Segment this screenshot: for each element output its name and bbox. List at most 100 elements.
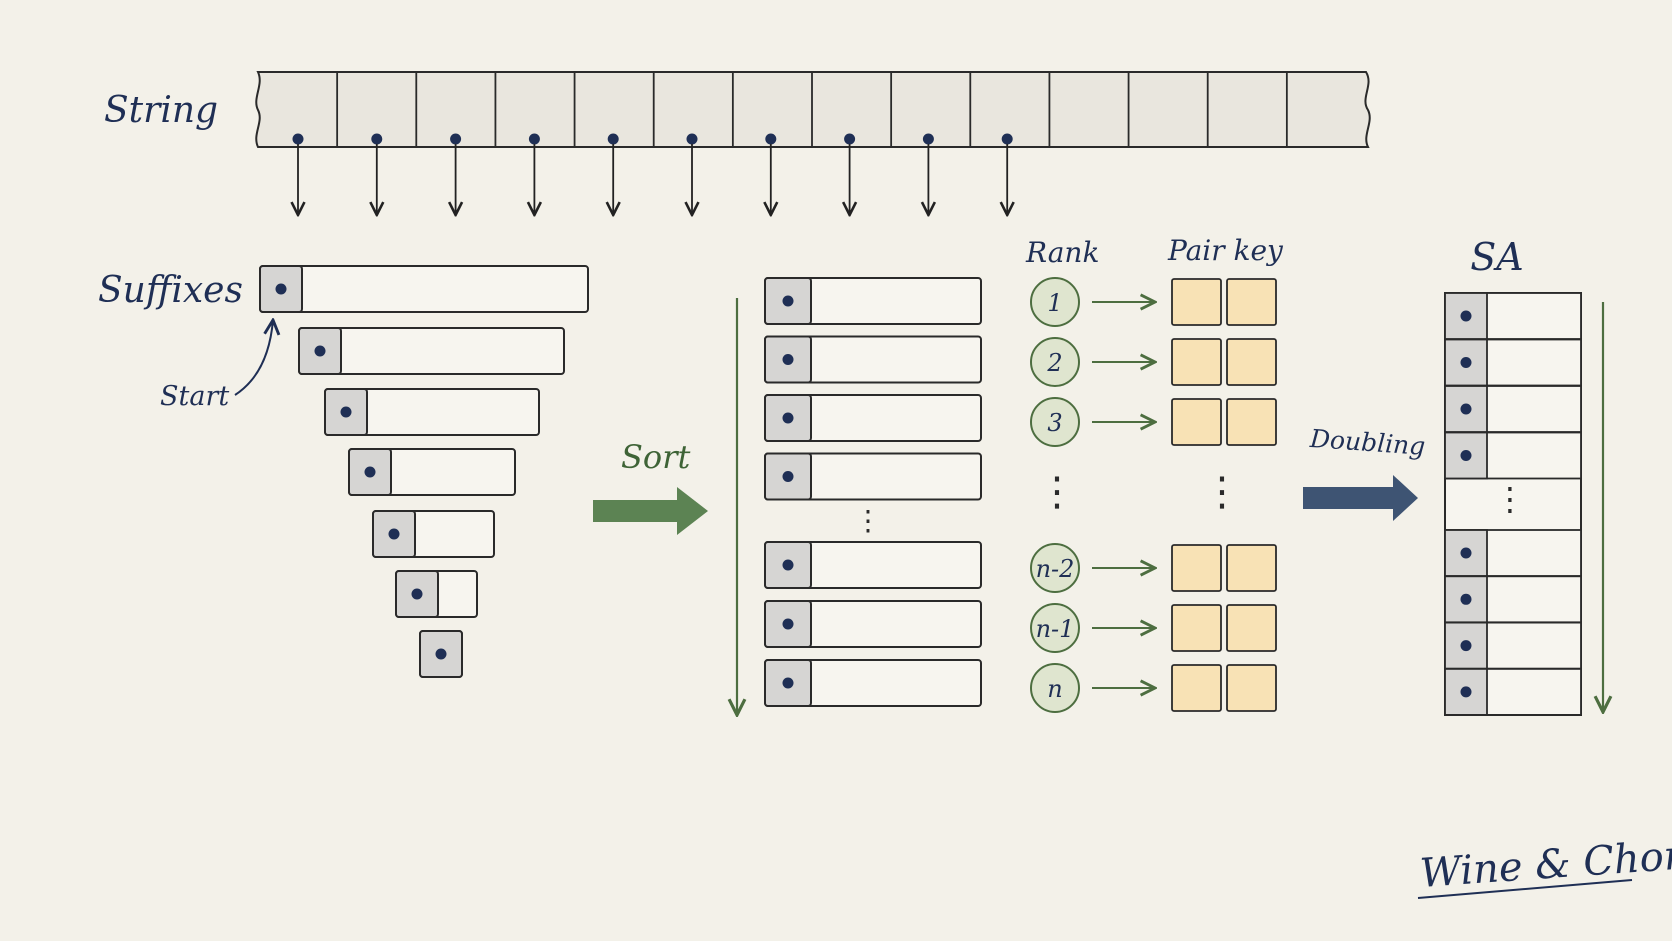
sorted-suffix-row [764,600,982,648]
pointer-dot [450,133,462,145]
signature: Wine & Chord [1417,831,1672,899]
string-pointer [528,133,540,216]
rank-circle [1030,543,1080,593]
sorted-suffixes [764,277,982,707]
sort-label: Sort [621,438,690,476]
suffix-bar [372,510,495,558]
pair-key-first [1171,604,1222,652]
sorted-row-dot [782,412,794,424]
rank-circle [1030,663,1080,713]
string-pointer [608,133,619,216]
sa-ellipsis: ⋮ [1494,480,1526,518]
pair-key-second [1226,338,1277,386]
rank-circle [1030,397,1080,447]
sorted-suffix-row [764,277,982,325]
sorted-row-dot [782,618,794,630]
pointer-dot [686,133,698,145]
suffix-array [1444,292,1582,716]
pair-key-header: Pair key [1167,234,1284,267]
sorted-row-dot [782,354,794,365]
string-label: String [104,90,218,131]
pair-key-first [1171,278,1222,326]
sa-header: SA [1470,235,1523,279]
sa-row-dot [1460,450,1472,461]
sa-row-dot [1460,357,1472,368]
sa-row-dot [1460,686,1472,698]
sorted-row-dot [782,677,794,689]
sa-row-dot [1460,640,1472,652]
sa-row [1444,575,1582,624]
sorted-row-dot [782,559,794,571]
sorted-suffix-row [764,452,982,501]
pointer-dot [528,133,540,145]
rank-pair-table: 1 2 3 n-2 n-1 n [1030,277,1277,713]
suffix-start-dot [411,588,423,600]
suffix-start-dot [435,648,447,660]
rank-row: 2 [1030,337,1277,387]
pair-key-first [1171,544,1222,592]
string-pointer [1002,133,1013,216]
pointer-dot [844,133,856,145]
rank-row: 3 [1030,397,1277,447]
pair-key-second [1226,278,1277,326]
rank-row: n [1030,663,1277,713]
pair-key-ellipsis: ⋮ [1202,469,1242,515]
rank-value: 3 [1047,409,1062,437]
pair-key-second [1226,544,1277,592]
pointer-dot [292,133,304,145]
rank-value: n [1047,675,1062,703]
suffix-staircase [259,265,589,678]
string-array [255,71,1371,148]
string-pointer [450,133,462,216]
sa-row [1444,292,1582,340]
rank-header: Rank [1025,236,1099,269]
rank-row: n-1 [1030,603,1277,653]
string-pointer [371,133,382,216]
sorted-suffix-row [764,394,982,442]
pair-key-first [1171,338,1222,386]
pair-key-first [1171,398,1222,446]
rank-ellipsis: ⋮ [1037,469,1077,515]
suffix-bar [419,630,463,678]
sa-row-dot [1460,593,1472,605]
start-arrow [234,320,273,396]
sorted-suffix-row [764,335,982,384]
sa-row [1444,529,1582,577]
rank-circle [1030,603,1080,653]
string-pointers [292,133,1013,216]
string-cell-dividers [336,72,1288,147]
rank-row: 1 [1030,277,1277,327]
doubling-arrow [1303,475,1418,521]
sa-row [1444,668,1582,716]
pair-key-second [1226,604,1277,652]
rank-value: 2 [1046,349,1062,377]
sorted-suffix-row [764,541,982,589]
sorted-row-dot [782,295,794,307]
suffix-start-dot [364,466,376,478]
suffix-body [259,265,589,313]
sorted-suffix-row [764,659,982,707]
suffix-bar [348,448,516,496]
sa-row [1444,385,1582,433]
suffix-start-dot [388,528,400,540]
rank-value: 1 [1047,289,1062,317]
suffix-start-dot [314,345,326,357]
sa-row-dot [1460,547,1472,559]
string-pointer [686,133,698,216]
suffix-bar [324,388,540,436]
rank-value: n-1 [1036,615,1075,643]
pair-key-second [1226,664,1277,712]
string-pointer [292,133,304,216]
suffix-bar [395,570,478,618]
string-pointer [844,133,856,216]
suffix-bar [259,265,589,313]
rank-row: n-2 [1030,543,1277,593]
string-pointer [765,133,777,216]
suffix-start-dot [340,406,352,418]
pointer-dot [765,133,777,145]
string-pointer [922,133,934,216]
start-label: Start [160,381,229,412]
sa-row [1444,621,1582,670]
pointer-dot [922,133,934,145]
